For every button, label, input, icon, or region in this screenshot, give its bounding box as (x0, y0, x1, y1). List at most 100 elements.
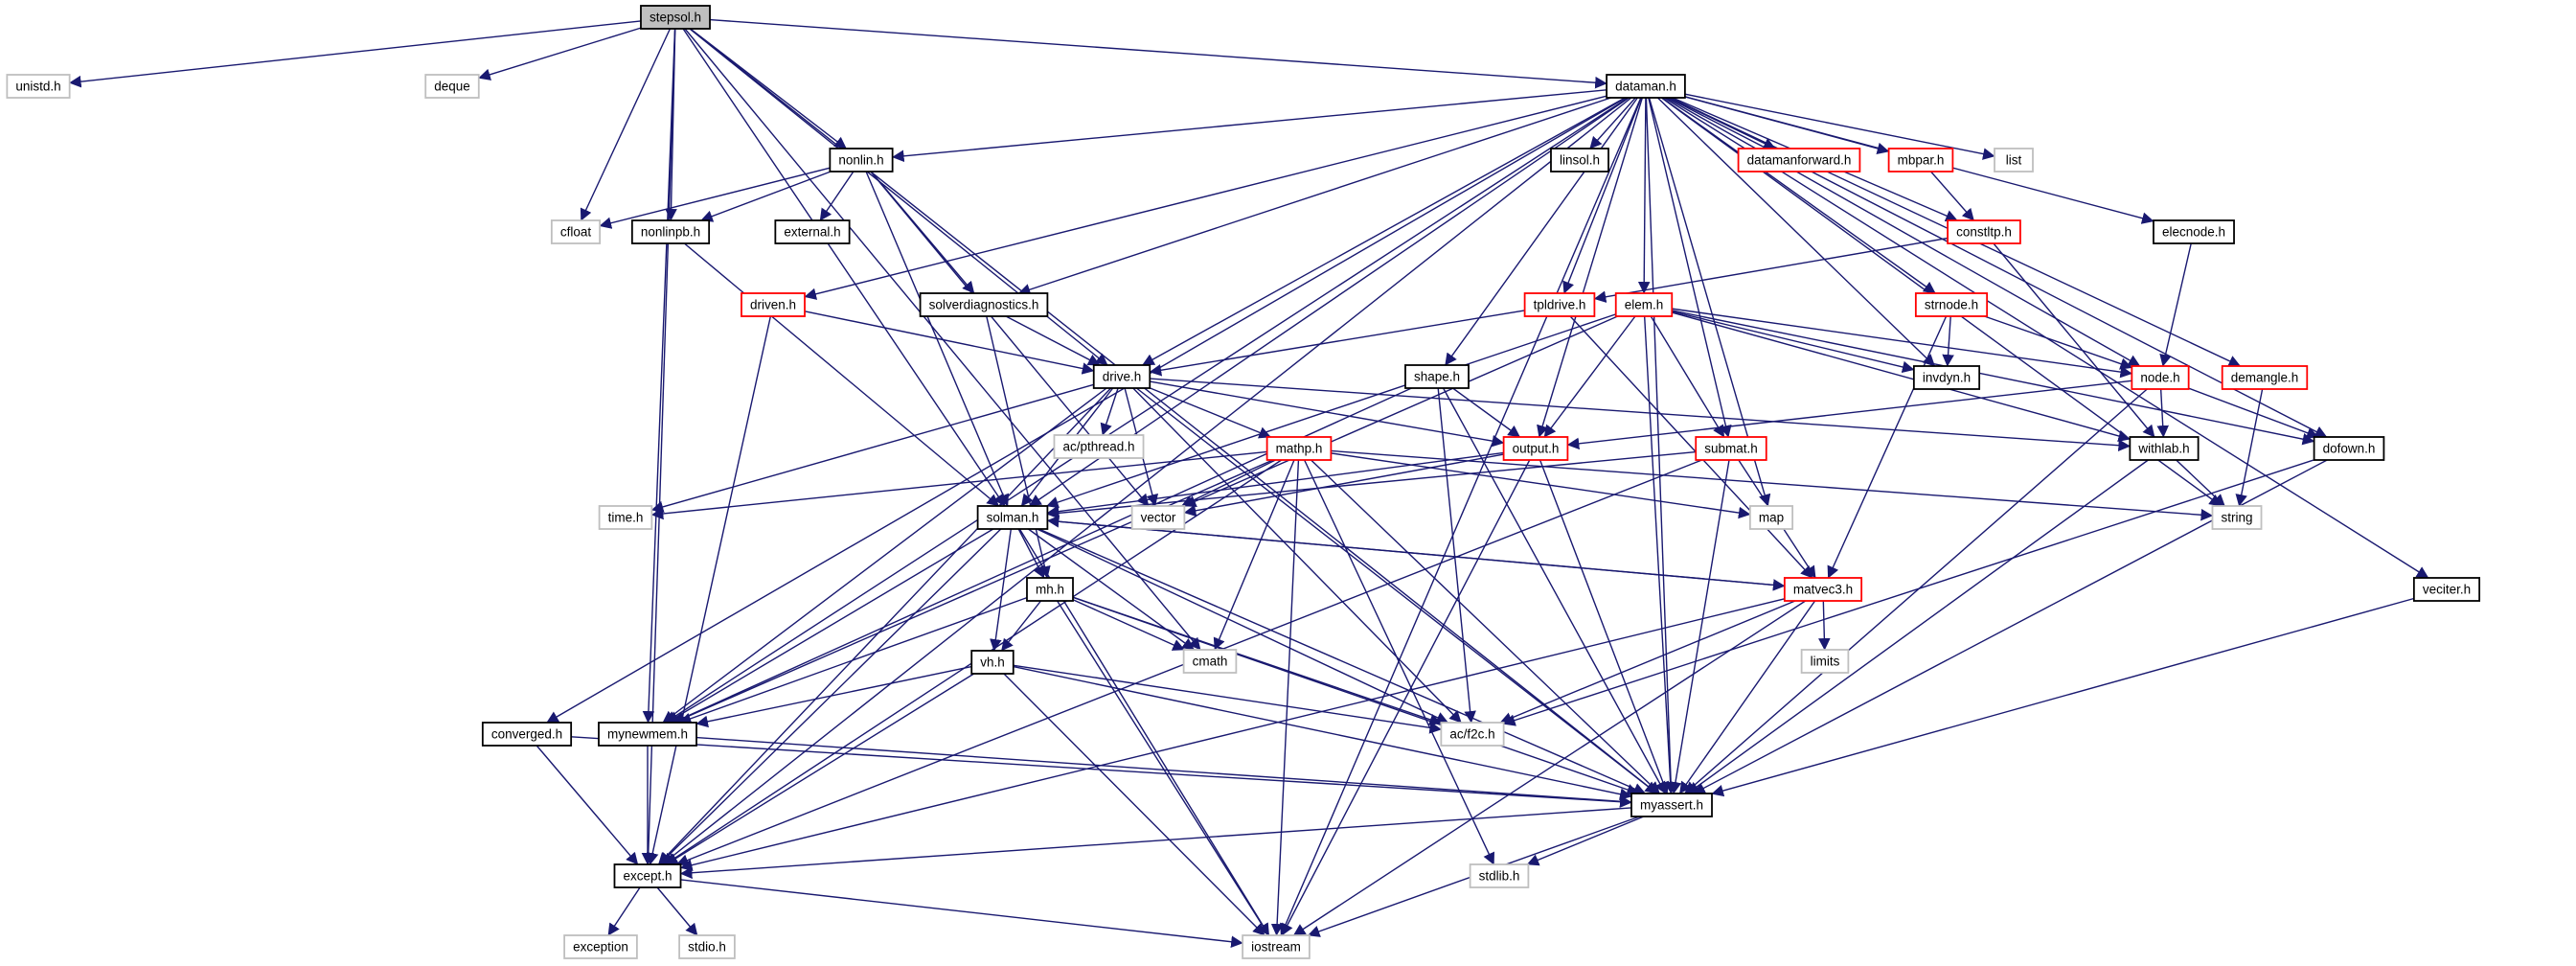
edge-arrow (1000, 600, 1042, 652)
node-drive[interactable]: drive.h (1092, 364, 1151, 389)
node-box (1695, 436, 1767, 461)
edge-arrow (1183, 453, 1504, 518)
edge-arrow (571, 736, 1632, 808)
edge-arrow (546, 97, 1627, 724)
node-label: converged.h (491, 727, 562, 742)
edge-converged-to-except (536, 745, 639, 865)
edge-arrow (1132, 387, 1462, 724)
edge-solman-to-acf2c (1037, 528, 1449, 724)
edge-arrow (1303, 459, 1495, 865)
node-myassert[interactable]: myassert.h (1630, 793, 1713, 817)
edge-node-to-myassert (1684, 388, 2148, 794)
edge-dataman-to-tpldrive (1562, 97, 1642, 294)
node-acf2c: ac/f2c.h (1440, 722, 1505, 747)
edge-dataman-to-linsol (1589, 97, 1636, 150)
node-solverdiag[interactable]: solverdiagnostics.h (919, 292, 1049, 317)
node-label: dofown.h (2323, 442, 2376, 456)
node-dofown[interactable]: dofown.h (2313, 436, 2385, 461)
edge-arrow (1562, 97, 1642, 294)
node-stepsol[interactable]: stepsol.h (640, 5, 711, 30)
node-mynewmem[interactable]: mynewmem.h (598, 722, 697, 747)
edge-mbpar-to-constltp (1930, 171, 1974, 221)
edge-arrow (1005, 315, 1101, 366)
edge-arrow (656, 886, 698, 936)
node-label: submat.h (1704, 442, 1758, 456)
node-dataman[interactable]: dataman.h (1606, 74, 1686, 99)
edge-arrow (1017, 528, 1045, 579)
edge-veciter-to-myassert (1711, 597, 2415, 797)
node-nonlinpb[interactable]: nonlinpb.h (630, 219, 711, 244)
node-label: veciter.h (2423, 583, 2471, 597)
node-submat[interactable]: submat.h (1695, 436, 1767, 461)
node-datamanforward[interactable]: datamanforward.h (1737, 148, 1861, 172)
edge-arrow (1142, 97, 1626, 366)
edge-dataman-to-drive (1142, 97, 1626, 366)
edge-dataman-to-nonlin (892, 89, 1607, 163)
edge-arrow (695, 736, 1632, 808)
edge-arrow (682, 28, 1006, 507)
node-label: stdio.h (688, 940, 726, 954)
edge-arrow (804, 310, 1095, 375)
node-box (1912, 365, 1981, 390)
node-box (1404, 364, 1470, 389)
node-elecnode[interactable]: elecnode.h (2153, 219, 2235, 244)
node-output[interactable]: output.h (1502, 436, 1569, 461)
node-mh[interactable]: mh.h (1026, 577, 1074, 602)
edge-arrow (1180, 459, 1276, 507)
edge-arrow (664, 97, 1629, 724)
node-nonlin[interactable]: nonlin.h (829, 148, 894, 172)
node-veciter[interactable]: veciter.h (2412, 577, 2481, 602)
edge-mynewmem-to-myassert (695, 736, 1632, 808)
node-invdyn[interactable]: invdyn.h (1912, 365, 1981, 390)
node-demangle[interactable]: demangle.h (2221, 365, 2309, 390)
edge-arrow (1149, 310, 1525, 377)
node-linsol[interactable]: linsol.h (1550, 148, 1609, 172)
edge-dataman-to-converged (546, 97, 1627, 724)
node-label: stdlib.h (1479, 869, 1520, 884)
edge-stepsol-to-cfloat (580, 28, 672, 221)
node-elem[interactable]: elem.h (1614, 292, 1674, 317)
edge-arrow (1645, 97, 1677, 794)
node-driven[interactable]: driven.h (741, 292, 806, 317)
node-node[interactable]: node.h (2131, 365, 2190, 390)
node-box (1800, 649, 1850, 674)
edge-arrow (1930, 171, 1974, 221)
node-mathp[interactable]: mathp.h (1265, 436, 1333, 461)
node-box (481, 722, 573, 747)
edge-arrow (1038, 528, 1647, 794)
node-box (640, 5, 711, 30)
node-list: list (1994, 148, 2034, 172)
edge-arrow (1150, 380, 1505, 448)
node-withlab[interactable]: withlab.h (2129, 436, 2200, 461)
node-except[interactable]: except.h (613, 863, 682, 888)
edge-vh-to-iostream (1003, 673, 1265, 936)
node-vh[interactable]: vh.h (970, 650, 1014, 675)
node-label: cmath (1193, 655, 1228, 669)
edge-arrow (1818, 600, 1831, 651)
node-constltp[interactable]: constltp.h (1947, 219, 2021, 244)
node-label: invdyn.h (1923, 371, 1971, 385)
node-external[interactable]: external.h (774, 219, 851, 244)
edge-myassert-to-stdlib (1526, 816, 1645, 866)
node-box (550, 219, 602, 244)
edge-solverdiag-to-drive (1005, 315, 1101, 366)
edge-vh-to-except (665, 673, 974, 865)
edge-stepsol-to-deque (478, 27, 642, 80)
node-box (6, 74, 71, 99)
edge-arrow (665, 673, 974, 865)
node-matvec3[interactable]: matvec3.h (1783, 577, 1863, 602)
edge-myassert-to-except (679, 807, 1632, 880)
node-tpldrive[interactable]: tpldrive.h (1523, 292, 1596, 317)
edge-arrow (1711, 597, 2415, 797)
node-converged[interactable]: converged.h (481, 722, 573, 747)
node-label: ac/f2c.h (1449, 727, 1494, 742)
node-map: map (1748, 505, 1794, 530)
edge-arrow (642, 28, 676, 724)
node-mbpar[interactable]: mbpar.h (1887, 148, 1954, 172)
node-solman[interactable]: solman.h (976, 505, 1049, 530)
node-shape[interactable]: shape.h (1404, 364, 1470, 389)
edge-arrow (1827, 315, 1948, 579)
edge-arrow (1445, 97, 1638, 366)
edge-dataman-to-elem (1637, 97, 1651, 294)
node-strnode[interactable]: strnode.h (1914, 292, 1989, 317)
